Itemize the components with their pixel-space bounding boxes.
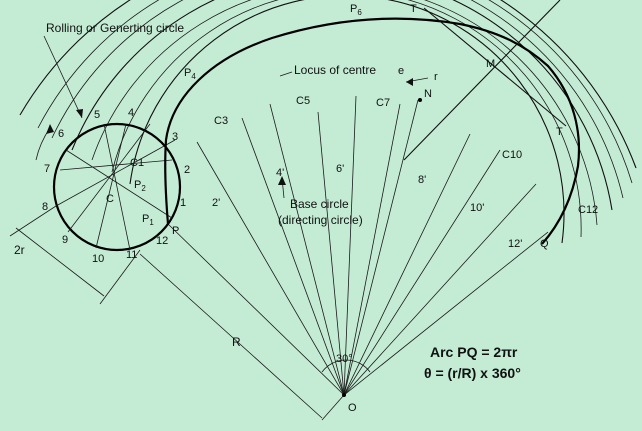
label-o: O [348,402,357,414]
rolling-circle-chord-4 [67,123,151,233]
label-c12: C12 [578,204,598,216]
locus-leader [279,71,293,77]
label-c1: C1 [130,157,144,169]
dimension-2r-ext-1 [9,205,57,237]
rolling-circle-chord-5 [95,123,127,249]
generating-circle-guide-arc-1 [111,0,582,238]
rolling-circle-leader-arrow [76,109,83,118]
radial-lines [167,95,549,396]
label-p1: P1 [142,213,154,227]
locus-e-label: e [398,65,404,77]
label-angle: 30° [336,353,353,365]
formula-theta: θ = (r/R) x 360° [424,365,521,381]
rotation-arrow-head [46,124,54,134]
label-diameter: 2r [14,243,25,257]
generating-circle-guide-arc-3 [51,0,624,199]
dimension-r-ext [321,394,345,421]
circle-division-10: 10 [92,253,104,265]
circle-division-4: 4 [128,107,134,119]
radial-line-p [167,223,345,396]
label-radius-small: r [434,71,438,83]
rolling-circle [52,122,182,252]
generating-circle-guide-arc-4 [37,0,633,184]
circle-division-8: 8 [42,201,48,213]
normal-line [403,0,561,161]
centre-point-n [418,98,422,102]
label-p: P [172,225,179,237]
base-circle-leader-arrow [278,176,286,185]
angle-arc [321,359,371,373]
circle-division-3: 3 [172,131,178,143]
radial-line-2 [196,141,345,396]
radius-r-leader-arrow [406,78,413,86]
radial-line-10 [343,133,471,396]
radial-line-6 [317,111,345,396]
label-tangent-top: T [410,3,417,15]
dimensions [9,205,371,421]
base-division-4: 4' [276,167,284,179]
radial-line-9 [343,99,419,396]
base-division-12: 12' [508,238,522,250]
normal-and-tangent [403,0,567,161]
circle-division-9: 9 [62,234,68,246]
circle-division-12: 12 [156,235,168,247]
label-p2: P2 [134,179,146,193]
base-circle-arc [129,0,565,244]
label-n: N [424,88,432,100]
rolling-circle-chord-1 [65,149,173,219]
label-c: C [106,193,114,205]
label-c5: C5 [296,95,310,107]
epicycloid-curve [164,17,581,245]
circle-division-7: 7 [44,163,50,175]
centre-o [342,393,346,397]
radial-line-4 [241,117,345,396]
circle-division-2: 2 [184,164,190,176]
formula-arc: Arc PQ = 2πr [430,344,518,360]
rolling-circle-leader [43,35,83,119]
rolling-circle-chord-3 [55,139,176,207]
label-p4: P4 [184,67,196,81]
circle-division-5: 5 [94,109,100,121]
radial-line-7 [343,95,357,396]
radial-line-12 [343,183,537,396]
circle-division-6: 6 [58,128,64,140]
label-tangent-bottom: T [556,126,563,138]
base-division-8: 8' [418,174,426,186]
radial-line-11 [343,149,501,396]
rolling-circle-chord-6 [103,123,131,251]
circle-division-1: 1 [180,197,186,209]
radial-line-q [343,231,549,396]
label-m: M [486,58,495,70]
label-c10: C10 [502,149,522,161]
dimension-2r-ext-2 [99,249,141,305]
base-division-6: 6' [336,163,344,175]
text-labels: Rolling or Generting circle Locus of cen… [14,3,598,414]
base-division-10: 10' [470,202,484,214]
tangent-line [423,7,567,127]
base-circle-label: Base circle [290,197,349,211]
label-p6: P6 [350,3,362,17]
leaders [35,35,429,199]
generating-circle-guide-arc-2 [91,0,598,226]
rolling-circle-group [52,122,182,252]
dimension-2r-line [15,227,105,297]
locus-of-centre-label: Locus of centre [294,63,376,77]
label-c7: C7 [376,97,390,109]
dimension-r-line [139,253,323,419]
label-q: Q [540,238,549,250]
label-radius-large: R [232,335,241,349]
label-c3: C3 [214,115,228,127]
rolling-circle-label: Rolling or Generting circle [46,21,184,35]
radial-line-8 [343,103,401,396]
base-division-2: 2' [212,197,220,209]
outer-circle-arc [19,0,637,169]
circle-division-11: 11 [126,249,137,261]
directing-circle-label: (directing circle) [278,213,363,227]
radial-line-5 [269,103,345,396]
